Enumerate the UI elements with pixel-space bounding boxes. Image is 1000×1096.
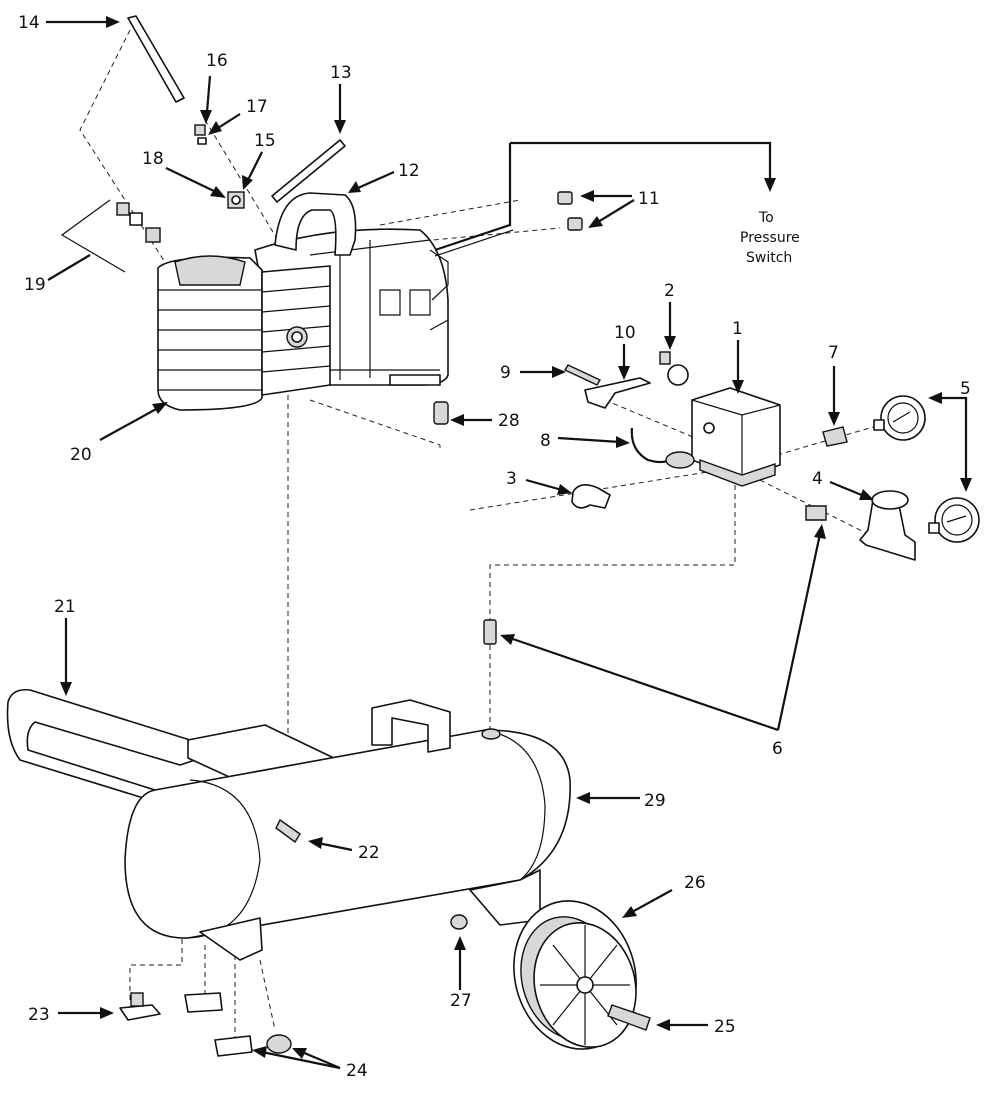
callout-labels: 14 16 17 13 18 15 12 11 19 2 10 1 7 5 9 … bbox=[18, 13, 971, 1081]
callout-16: 16 bbox=[206, 51, 228, 71]
top-left-small-parts bbox=[116, 15, 583, 425]
callout-11: 11 bbox=[638, 189, 660, 209]
leader-arrows bbox=[46, 16, 972, 1070]
callout-8: 8 bbox=[540, 431, 551, 451]
callout-25: 25 bbox=[714, 1017, 736, 1037]
callout-15: 15 bbox=[254, 131, 276, 151]
callout-7: 7 bbox=[828, 343, 839, 363]
callout-29: 29 bbox=[644, 791, 666, 811]
callout-14: 14 bbox=[18, 13, 40, 33]
callout-6: 6 bbox=[772, 739, 783, 759]
callout-21: 21 bbox=[54, 597, 76, 617]
wheel-and-feet-parts bbox=[119, 900, 651, 1057]
note-line-3: Switch bbox=[746, 250, 792, 266]
callout-5: 5 bbox=[960, 379, 971, 399]
callout-27: 27 bbox=[450, 991, 472, 1011]
callout-2: 2 bbox=[664, 281, 675, 301]
callout-24: 24 bbox=[346, 1061, 368, 1081]
callout-10: 10 bbox=[614, 323, 636, 343]
callout-13: 13 bbox=[330, 63, 352, 83]
callout-18: 18 bbox=[142, 149, 164, 169]
pump-motor-assembly bbox=[157, 143, 514, 411]
callout-26: 26 bbox=[684, 873, 706, 893]
tank-assembly bbox=[6, 688, 571, 961]
callout-22: 22 bbox=[358, 843, 380, 863]
note-line-1: To bbox=[758, 210, 774, 226]
pressure-switch-group bbox=[483, 351, 980, 645]
pressure-switch-note: To Pressure Switch bbox=[740, 210, 800, 266]
callout-12: 12 bbox=[398, 161, 420, 181]
callout-20: 20 bbox=[70, 445, 92, 465]
note-line-2: Pressure bbox=[740, 230, 800, 246]
callout-9: 9 bbox=[500, 363, 511, 383]
callout-17: 17 bbox=[246, 97, 268, 117]
callout-3: 3 bbox=[506, 469, 517, 489]
callout-1: 1 bbox=[732, 319, 743, 339]
callout-28: 28 bbox=[498, 411, 520, 431]
callout-19: 19 bbox=[24, 275, 46, 295]
callout-23: 23 bbox=[28, 1005, 50, 1025]
callout-4: 4 bbox=[812, 469, 823, 489]
